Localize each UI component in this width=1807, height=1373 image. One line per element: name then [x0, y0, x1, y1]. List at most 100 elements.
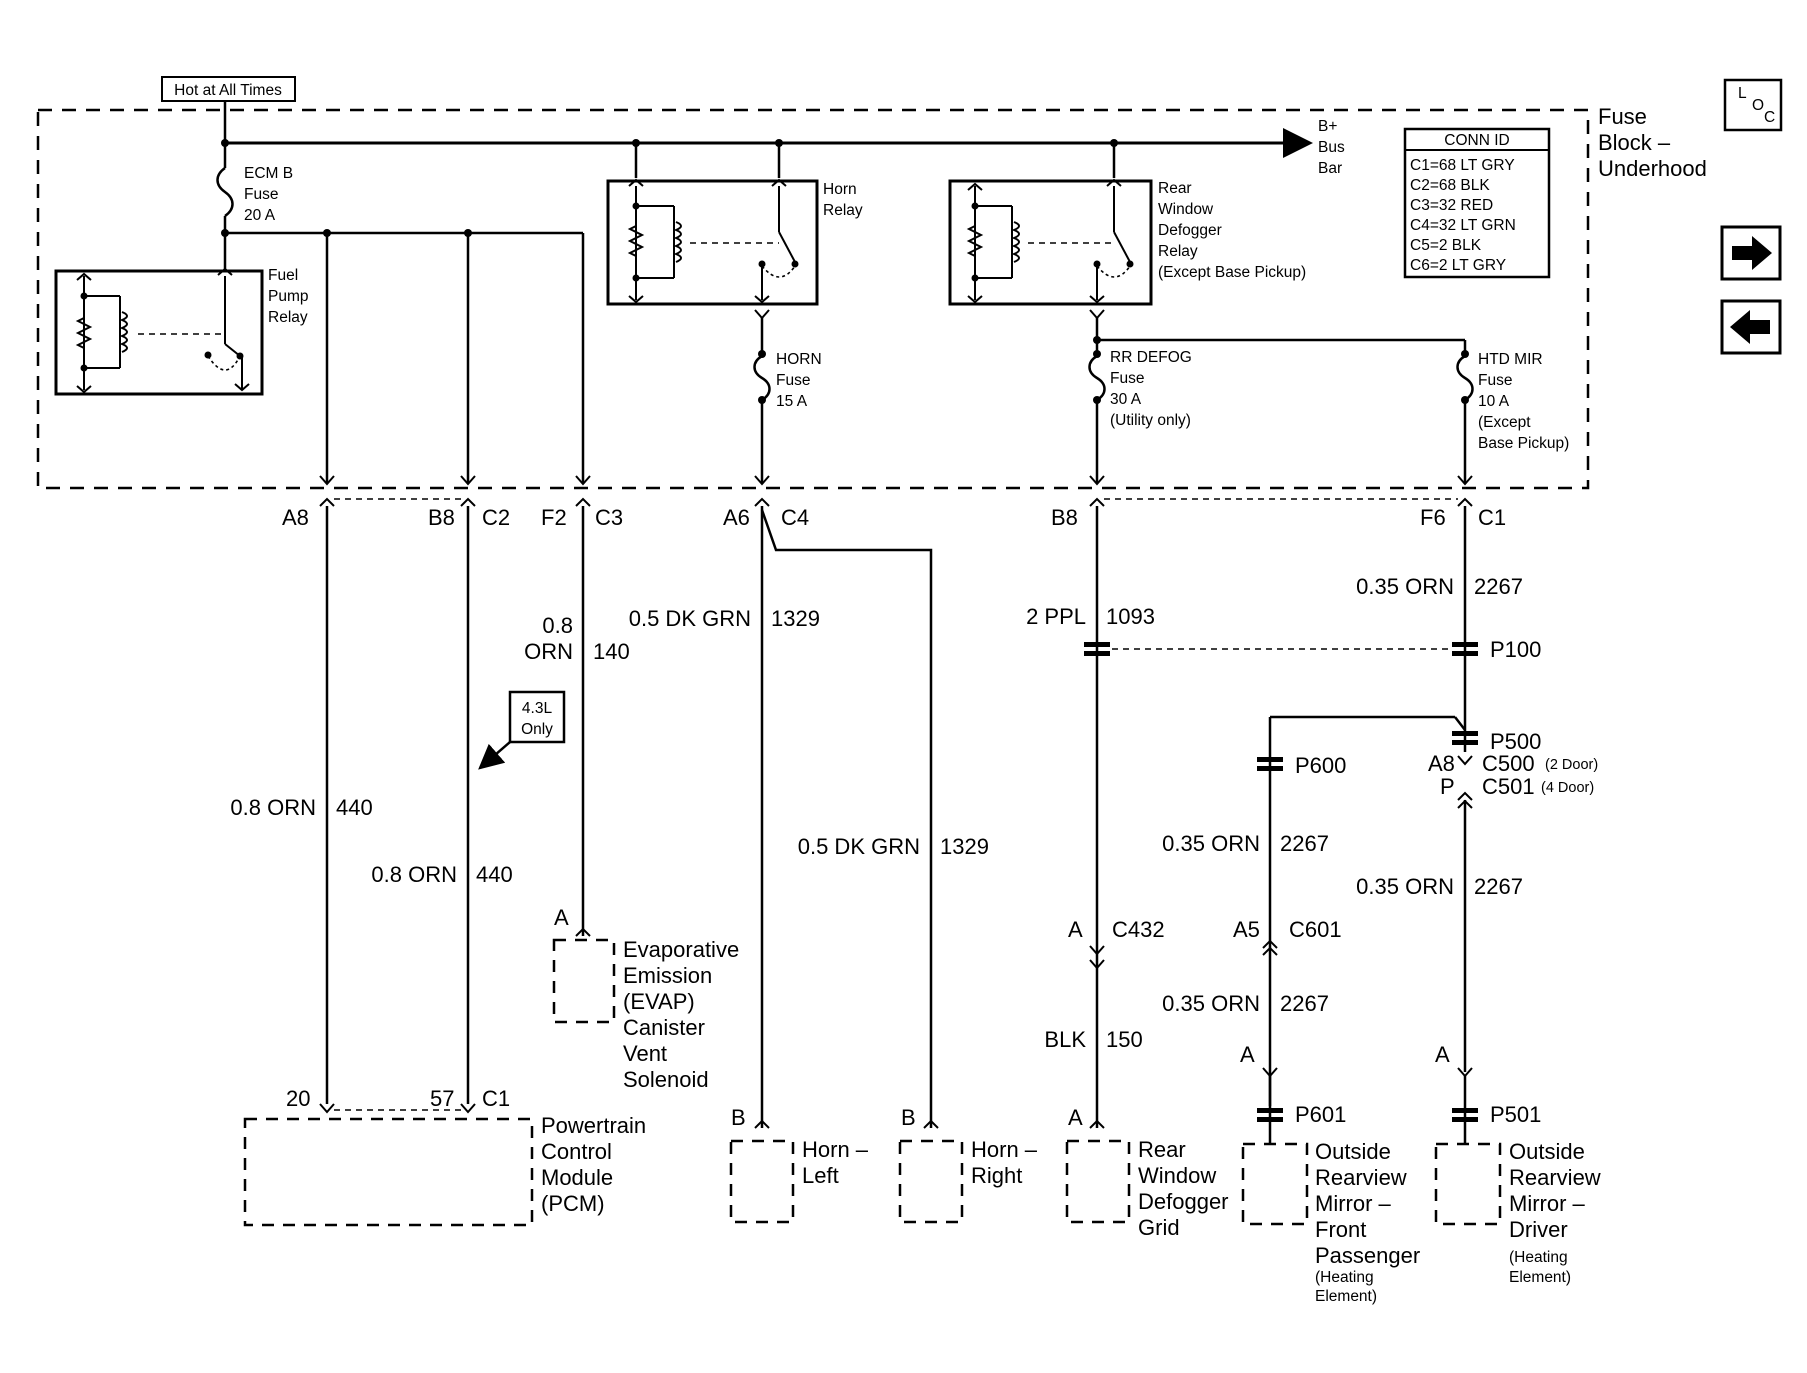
wire-140-label: 0.8 ORN 140	[524, 613, 630, 664]
svg-text:BLK: BLK	[1044, 1027, 1086, 1052]
svg-text:2 PPL: 2 PPL	[1026, 604, 1086, 629]
svg-text:Element): Element)	[1315, 1288, 1377, 1305]
connector-a5: A5	[1233, 917, 1260, 942]
svg-text:2267: 2267	[1280, 991, 1329, 1016]
svg-text:Front: Front	[1315, 1217, 1366, 1242]
svg-text:Window: Window	[1158, 201, 1214, 218]
splice-p601-label: P601	[1295, 1102, 1346, 1127]
fuel-pump-relay-label: Fuel Pump Relay	[268, 267, 309, 326]
svg-text:Emission: Emission	[623, 963, 712, 988]
previous-page-button[interactable]	[1720, 299, 1782, 355]
svg-text:Underhood: Underhood	[1598, 156, 1707, 181]
htd-mir-fuse-symbol	[1456, 354, 1474, 402]
connector-c432: C432	[1112, 917, 1165, 942]
horn-relay-label: Horn Relay	[823, 181, 863, 219]
connector-b-horn-right: B	[901, 1105, 916, 1130]
bus-bar-label: B+ Bus Bar	[1318, 118, 1345, 177]
svg-text:C: C	[1764, 109, 1775, 126]
svg-text:Mirror –: Mirror –	[1509, 1191, 1586, 1216]
connector-a-p501: A	[1435, 1042, 1450, 1067]
conn-id-table: CONN ID C1=68 LT GRY C2=68 BLK C3=32 RED…	[1403, 127, 1551, 279]
svg-text:(Utility only): (Utility only)	[1110, 412, 1191, 429]
svg-text:L: L	[1738, 85, 1747, 102]
svg-text:Outside: Outside	[1315, 1139, 1391, 1164]
svg-text:Fuse: Fuse	[1478, 372, 1512, 389]
svg-text:150: 150	[1106, 1027, 1143, 1052]
svg-text:Only: Only	[521, 721, 553, 738]
connector-c2: C2	[482, 505, 510, 530]
svg-text:Bus: Bus	[1318, 139, 1345, 156]
splice-p500-label: P500	[1490, 729, 1541, 754]
connector-c500-note: (2 Door)	[1545, 757, 1598, 773]
svg-text:10 A: 10 A	[1478, 393, 1510, 410]
horn-left-label: Horn – Left	[802, 1137, 869, 1188]
svg-text:CONN ID: CONN ID	[1444, 132, 1509, 149]
svg-text:Solenoid: Solenoid	[623, 1067, 709, 1092]
svg-text:C5=2 BLK: C5=2 BLK	[1410, 237, 1482, 254]
ecm-b-fuse-label: ECM B Fuse 20 A	[244, 165, 293, 224]
connector-b8: B8	[428, 505, 455, 530]
splice-p600-label: P600	[1295, 753, 1346, 778]
svg-text:30 A: 30 A	[1110, 391, 1142, 408]
svg-text:2267: 2267	[1474, 874, 1523, 899]
note-43l-only: 4.3L Only	[478, 690, 566, 770]
horn-fuse-label: HORN Fuse 15 A	[776, 351, 822, 410]
connector-c3: C3	[595, 505, 623, 530]
connector-c601: C601	[1289, 917, 1342, 942]
svg-text:0.5 DK GRN: 0.5 DK GRN	[798, 834, 920, 859]
svg-text:Fuse: Fuse	[1110, 370, 1144, 387]
svg-text:ORN: ORN	[524, 639, 573, 664]
mirror-passenger-box	[1241, 1142, 1309, 1226]
svg-text:Driver: Driver	[1509, 1217, 1568, 1242]
connector-c500: C500	[1482, 751, 1535, 776]
rr-defog-fuse-label: RR DEFOG Fuse 30 A (Utility only)	[1110, 349, 1192, 429]
connector-a-p601: A	[1240, 1042, 1255, 1067]
rear-window-defogger-relay	[948, 178, 1153, 306]
svg-text:(PCM): (PCM)	[541, 1191, 605, 1216]
wire-1329-mid-label: 0.5 DK GRN 1329	[798, 834, 989, 859]
splice-p600-symbol	[1257, 757, 1283, 771]
svg-text:Relay: Relay	[268, 309, 308, 326]
svg-text:HORN: HORN	[776, 351, 822, 368]
svg-text:Defogger: Defogger	[1138, 1189, 1229, 1214]
mirror-passenger-label: Outside Rearview Mirror – Front Passenge…	[1315, 1139, 1420, 1305]
svg-text:Fuse: Fuse	[1598, 104, 1647, 129]
svg-text:2267: 2267	[1280, 831, 1329, 856]
mirror-driver-box	[1434, 1142, 1502, 1226]
svg-text:Base Pickup): Base Pickup)	[1478, 435, 1569, 452]
connector-p-c501: P	[1440, 774, 1455, 799]
svg-text:Rearview: Rearview	[1509, 1165, 1601, 1190]
connector-a-evap: A	[554, 905, 569, 930]
splice-p500-symbol	[1452, 731, 1478, 745]
connector-b8-defog: B8	[1051, 505, 1078, 530]
next-page-button[interactable]	[1720, 225, 1782, 281]
svg-text:Passenger: Passenger	[1315, 1243, 1420, 1268]
connector-a8-c500: A8	[1428, 751, 1455, 776]
horn-fuse-symbol	[753, 354, 771, 402]
wire-150-label: BLK 150	[1044, 1027, 1142, 1052]
svg-text:B+: B+	[1318, 118, 1337, 135]
loc-icon: L O C	[1723, 78, 1783, 132]
svg-text:0.5 DK GRN: 0.5 DK GRN	[629, 606, 751, 631]
svg-text:1093: 1093	[1106, 604, 1155, 629]
rear-window-defogger-relay-label: Rear Window Defogger Relay (Except Base …	[1158, 180, 1306, 281]
svg-text:140: 140	[593, 639, 630, 664]
svg-text:Pump: Pump	[268, 288, 309, 305]
wire-440-right-label: 0.8 ORN 440	[371, 862, 512, 887]
horn-right-box	[898, 1139, 964, 1224]
ecm-b-fuse-symbol	[216, 166, 234, 218]
svg-text:Powertrain: Powertrain	[541, 1113, 646, 1138]
svg-text:Element): Element)	[1509, 1269, 1571, 1286]
svg-text:(EVAP): (EVAP)	[623, 989, 695, 1014]
svg-text:Mirror –: Mirror –	[1315, 1191, 1392, 1216]
svg-text:15 A: 15 A	[776, 393, 808, 410]
svg-text:Relay: Relay	[1158, 243, 1198, 260]
svg-text:Rear: Rear	[1138, 1137, 1186, 1162]
svg-text:C2=68 BLK: C2=68 BLK	[1410, 177, 1490, 194]
svg-text:1329: 1329	[771, 606, 820, 631]
fuel-pump-relay	[54, 267, 264, 396]
evap-solenoid-box	[552, 938, 616, 1024]
svg-text:Window: Window	[1138, 1163, 1216, 1188]
svg-text:RR DEFOG: RR DEFOG	[1110, 349, 1192, 366]
connector-c4: C4	[781, 505, 809, 530]
